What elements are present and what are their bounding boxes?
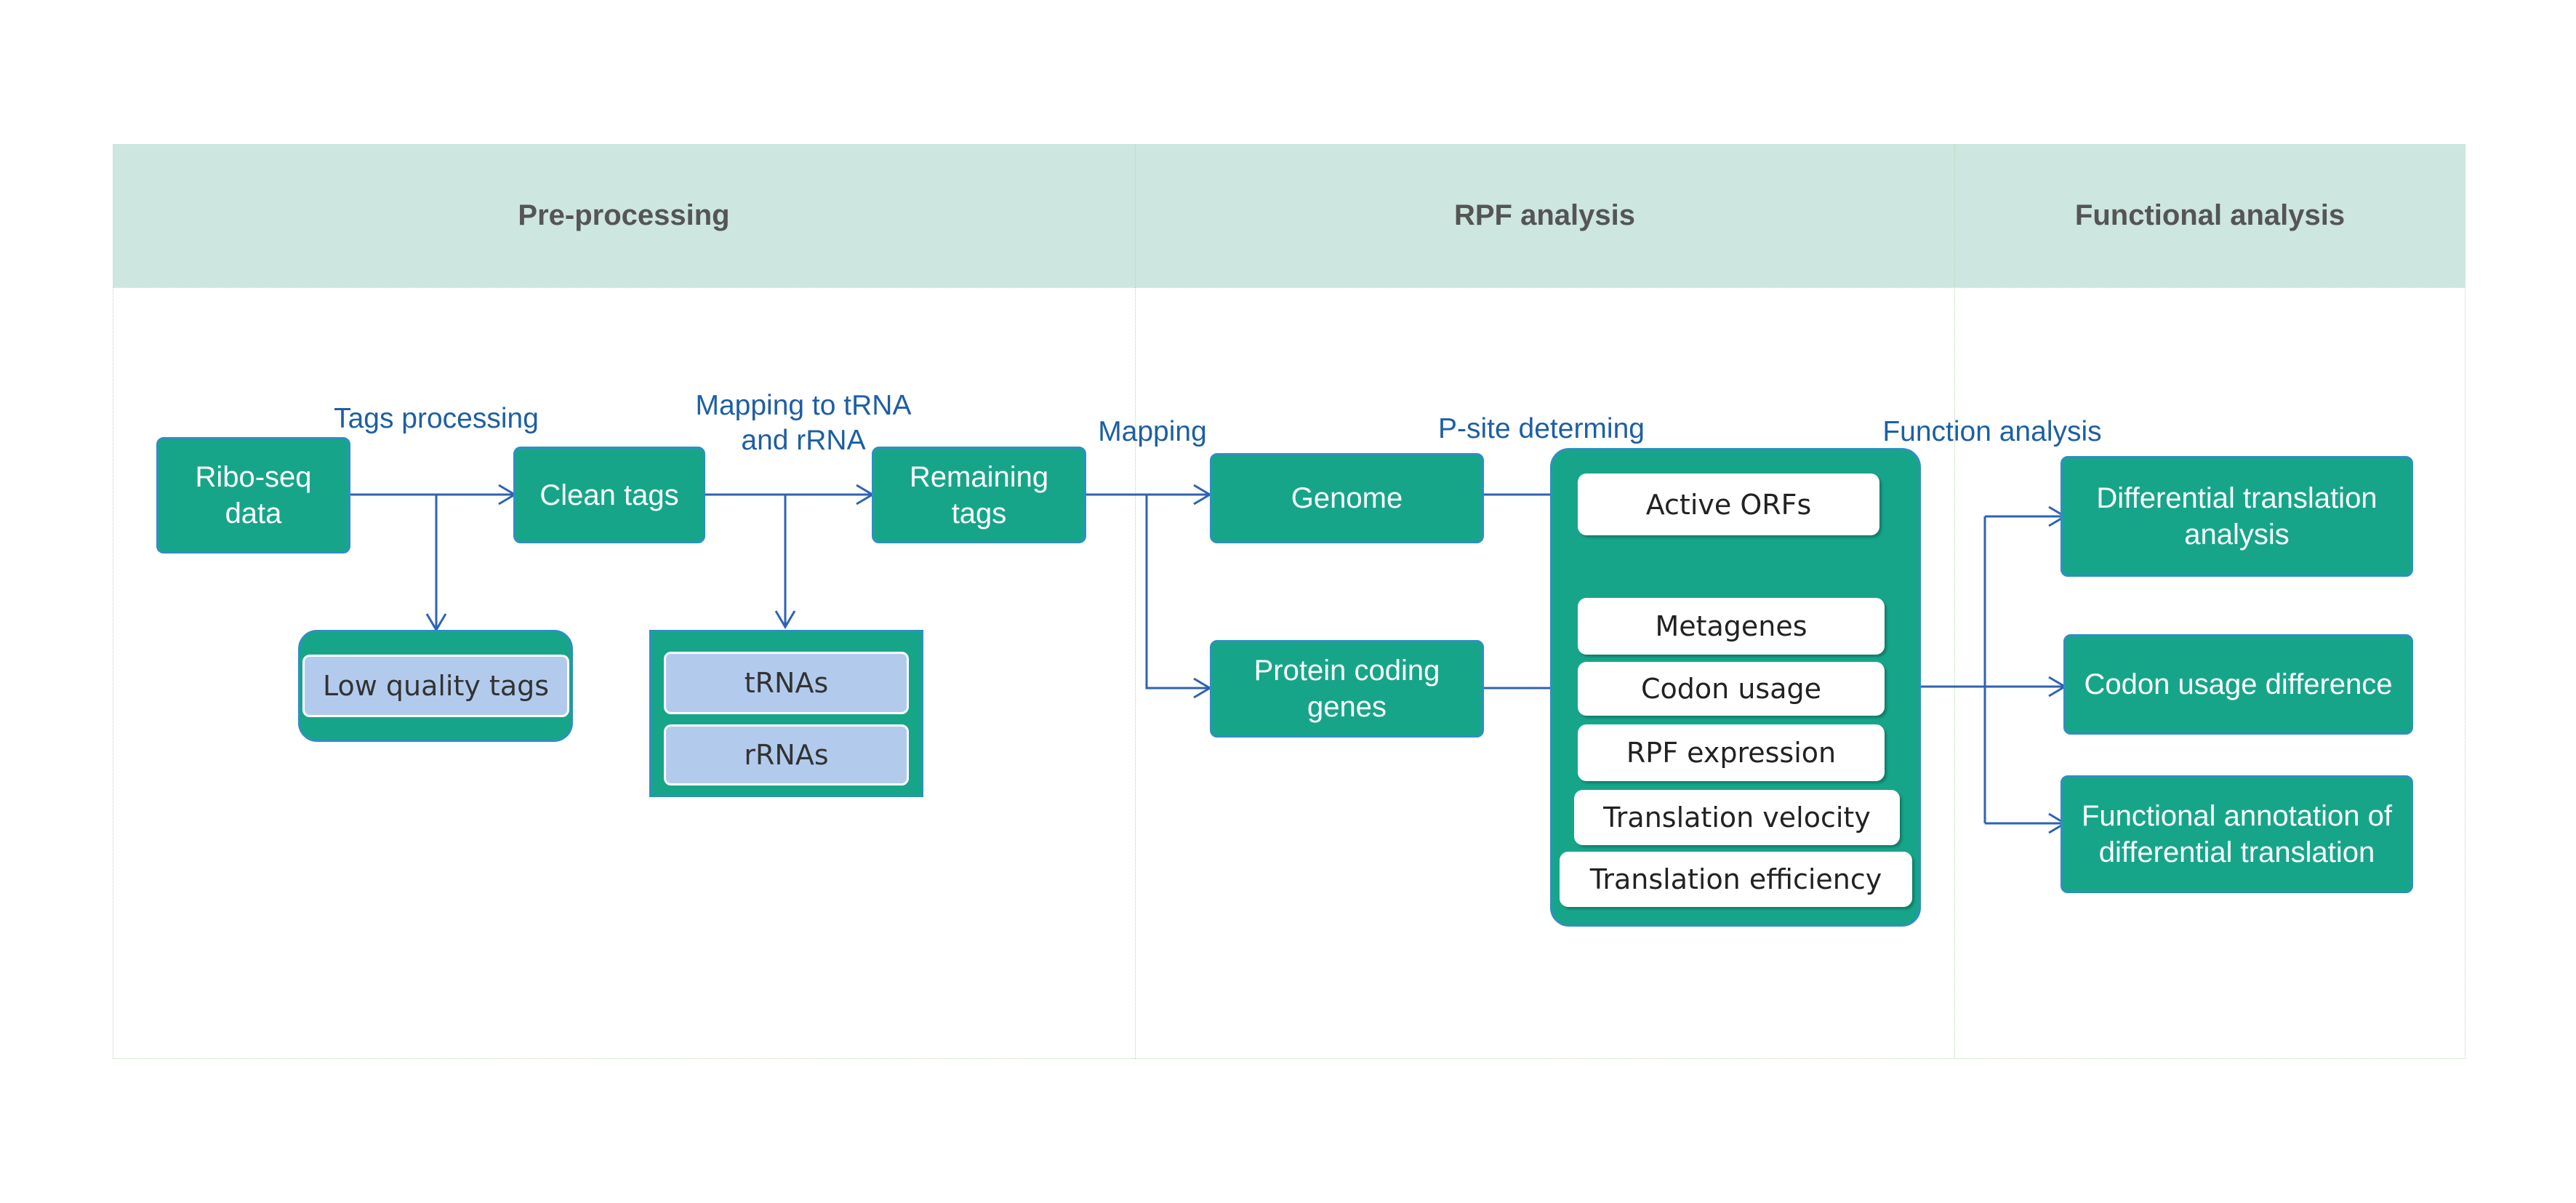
node-diff-line2: analysis — [2184, 519, 2290, 551]
node-codon-usage-difference: Codon usage difference — [2063, 634, 2413, 735]
output-metagenes: Metagenes — [1578, 598, 1885, 655]
label-mapping: Mapping — [1098, 416, 1207, 447]
output-active-orfs: Active ORFs — [1578, 473, 1879, 535]
label-mapping-trna-line2: and rRNA — [741, 425, 866, 456]
header-functional-analysis: Functional analysis — [1954, 144, 2465, 287]
node-functional-annotation: Functional annotation of differential tra… — [2061, 775, 2413, 893]
label-psite: P-site determing — [1438, 413, 1645, 444]
label-tags-processing: Tags processing — [334, 403, 539, 434]
node-rrnas: rRNAs — [664, 724, 909, 786]
node-trnas: tRNAs — [664, 652, 909, 714]
node-low-quality-tags: Low quality tags — [302, 655, 569, 717]
lane-divider — [1954, 144, 1955, 1059]
output-rpf-expression: RPF expression — [1578, 724, 1885, 781]
label-function-analysis: Function analysis — [1882, 416, 2102, 447]
lane-divider — [1135, 144, 1136, 1059]
header-preprocessing: Pre-processing — [113, 144, 1135, 287]
node-remaining-tags: Remaining tags — [872, 447, 1086, 543]
node-clean-tags: Clean tags — [513, 447, 705, 543]
node-riboseq-data: Ribo-seq data — [156, 437, 350, 553]
arrow-remaining-to-protein — [1145, 495, 1210, 690]
node-diff-line1: Differential translation — [2096, 482, 2378, 514]
header-rpf-analysis: RPF analysis — [1135, 144, 1954, 287]
node-protein-line2: genes — [1307, 691, 1387, 723]
node-differential-translation: Differential translation analysis — [2061, 456, 2413, 577]
node-remaining-line2: tags — [951, 497, 1007, 529]
output-codon-usage: Codon usage — [1578, 662, 1885, 716]
node-riboseq-line1: Ribo-seq — [195, 461, 312, 493]
output-translation-velocity: Translation velocity — [1574, 790, 1900, 845]
node-protein-coding-genes: Protein coding genes — [1210, 640, 1484, 738]
node-remaining-line1: Remaining — [909, 460, 1049, 493]
header-divider — [113, 287, 2465, 288]
node-annot-line2: differential translation — [2098, 836, 2375, 868]
node-riboseq-line2: data — [225, 497, 282, 529]
node-protein-line1: Protein coding — [1253, 655, 1440, 687]
node-genome: Genome — [1210, 453, 1484, 543]
output-translation-efficiency: Translation efficiency — [1560, 852, 1912, 907]
node-annot-line1: Functional annotation of — [2082, 800, 2392, 832]
label-mapping-trna-line1: Mapping to tRNA — [695, 390, 912, 421]
